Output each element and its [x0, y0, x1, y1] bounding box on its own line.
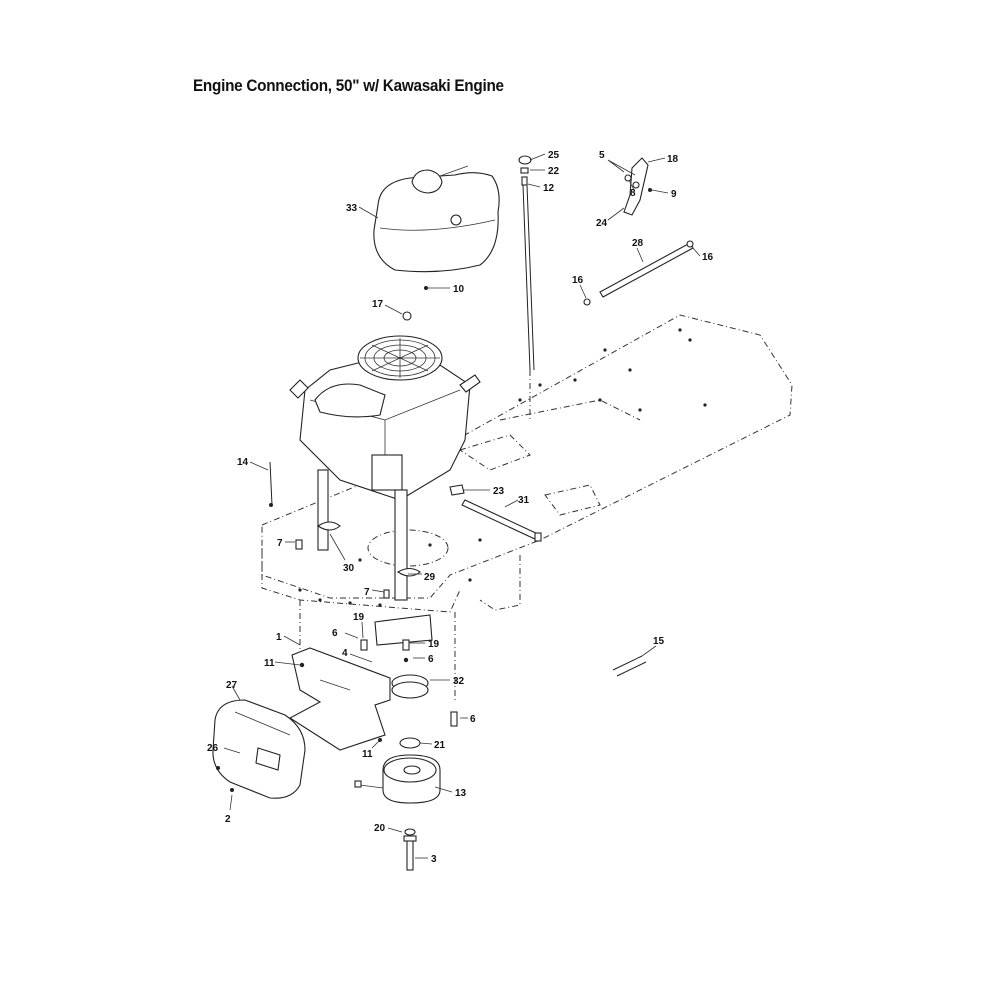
callout-27: 27	[226, 680, 238, 691]
callout-11b: 11	[362, 749, 373, 760]
part-15	[612, 655, 647, 677]
diagram-title: Engine Connection, 50" w/ Kawasaki Engin…	[193, 76, 504, 95]
callout-9: 9	[671, 189, 677, 200]
callout-31: 31	[518, 495, 530, 506]
muffler	[212, 699, 306, 799]
callout-6c: 6	[470, 714, 476, 725]
callout-32: 32	[453, 676, 465, 687]
callout-6b: 6	[428, 654, 434, 665]
callout-17: 17	[372, 299, 384, 310]
callout-20: 20	[374, 823, 386, 834]
callout-8: 8	[630, 188, 636, 199]
callout-33: 33	[346, 203, 358, 214]
callout-19a: 19	[353, 612, 365, 623]
frame	[261, 314, 793, 700]
throttle-control	[623, 157, 652, 216]
callout-13: 13	[455, 788, 467, 799]
callout-2: 2	[225, 814, 231, 825]
callout-7b: 7	[364, 587, 370, 598]
callout-21: 21	[434, 740, 446, 751]
callout-11a: 11	[264, 658, 275, 669]
dipstick-tube	[518, 155, 535, 371]
engine	[289, 286, 481, 601]
callout-24: 24	[596, 218, 608, 229]
callout-7a: 7	[277, 538, 283, 549]
callout-6a: 6	[332, 628, 338, 639]
callout-4: 4	[342, 648, 348, 659]
frame-hardware	[269, 461, 542, 599]
callout-3: 3	[431, 854, 437, 865]
callout-26: 26	[207, 743, 219, 754]
callout-30: 30	[343, 563, 355, 574]
callout-15: 15	[653, 636, 665, 647]
callout-19b: 19	[428, 639, 440, 650]
callout-25: 25	[548, 150, 560, 161]
callout-28: 28	[632, 238, 644, 249]
callout-16b: 16	[572, 275, 584, 286]
callout-23: 23	[493, 486, 505, 497]
callout-10: 10	[453, 284, 465, 295]
callout-12: 12	[543, 183, 555, 194]
pulley-assembly	[354, 614, 458, 871]
callouts: 25 22 12 5 18 8 9 24 28 16 16 33 17 10 1…	[207, 150, 714, 865]
fuel-tank	[373, 165, 500, 273]
callout-14: 14	[237, 457, 249, 468]
callout-22: 22	[548, 166, 560, 177]
callout-16a: 16	[702, 252, 714, 263]
callout-1: 1	[276, 632, 282, 643]
callout-29: 29	[424, 572, 436, 583]
callout-5: 5	[599, 150, 605, 161]
rod	[583, 240, 694, 306]
muffler-bracket	[288, 647, 391, 751]
callout-18: 18	[667, 154, 679, 165]
